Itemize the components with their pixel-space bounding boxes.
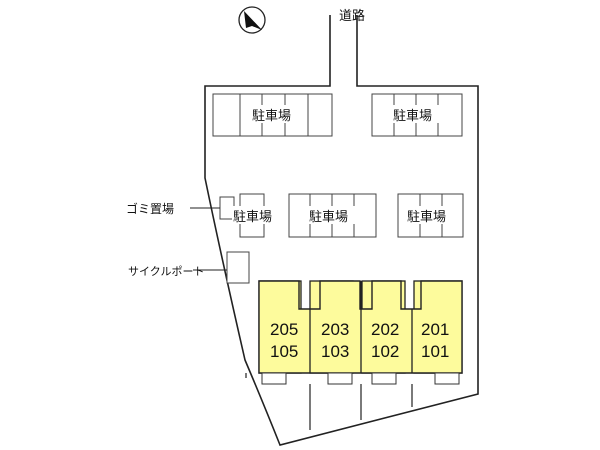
parking-label: 駐車場 [309,210,348,225]
unit-201-101: 201 101 [421,320,449,361]
road-label: 道路 [339,8,365,24]
unit-upper-number: 205 [270,320,298,339]
bicycle-port [226,251,250,284]
unit-lower-number: 102 [371,342,399,361]
entry-steps [261,372,460,385]
unit-upper-number: 201 [421,320,449,339]
garbage-label: ゴミ置場 [126,201,174,216]
north-arrow-icon [238,6,266,34]
parking-area-middle-left: 駐車場 [232,193,280,238]
unit-lower-number: 105 [270,342,298,361]
unit-lower-number: 101 [421,342,449,361]
unit-lower-number: 103 [321,342,349,361]
unit-202-102: 202 102 [371,320,399,361]
parking-label: 駐車場 [233,210,272,225]
bicycle-port-label: サイクルポート [128,265,204,278]
parking-area-top-left: 駐車場 [212,93,333,137]
unit-203-103: 203 103 [321,320,349,361]
parking-area-middle-right: 駐車場 [397,193,464,238]
apartment-building [258,280,463,374]
unit-upper-number: 203 [321,320,349,339]
garbage-station [219,196,235,220]
parking-label: 駐車場 [252,109,291,124]
parking-area-top-right: 駐車場 [371,93,463,137]
parking-label: 駐車場 [407,210,446,225]
parking-label: 駐車場 [393,109,432,124]
unit-205-105: 205 105 [270,320,298,361]
parking-area-middle-center: 駐車場 [288,193,377,238]
unit-upper-number: 202 [371,320,399,339]
garden-dividers [245,373,413,430]
site-boundary [204,15,479,446]
